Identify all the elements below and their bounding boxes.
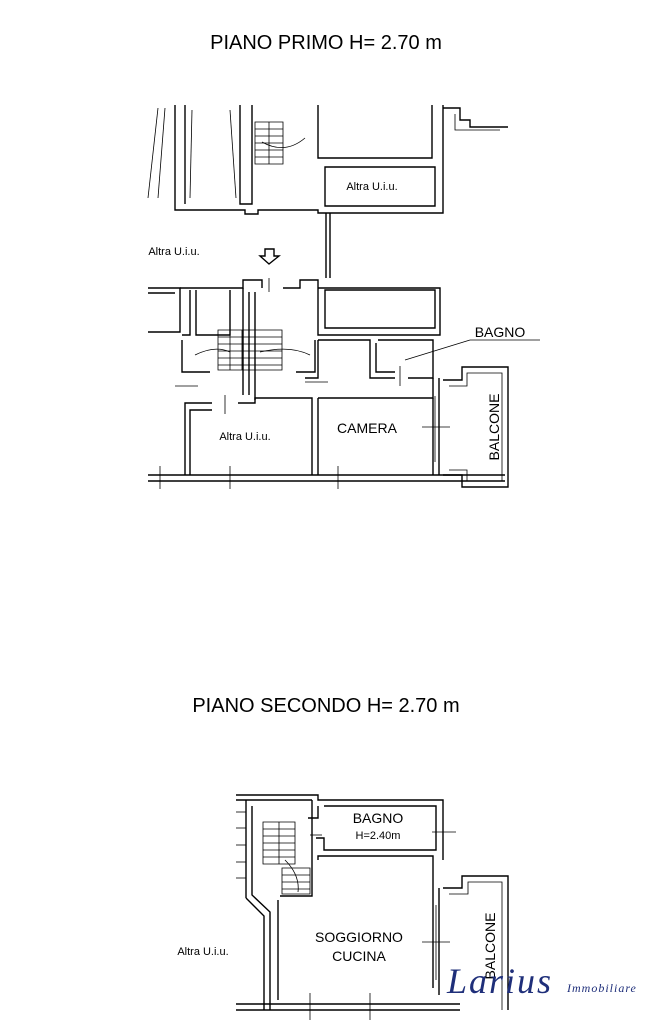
wall: [240, 105, 252, 204]
wall: [316, 806, 436, 850]
second-floor-plan: [236, 795, 508, 1020]
wall: [318, 340, 395, 378]
first-floor-plan: [148, 105, 540, 489]
logo-subtitle: Immobiliare: [566, 981, 637, 995]
wall: [230, 110, 236, 198]
wall: [305, 340, 318, 378]
room-outline: [325, 167, 435, 206]
wall: [280, 860, 312, 896]
wall: [246, 898, 264, 1010]
room-label-altra-uiu: Altra U.i.u.: [148, 246, 199, 258]
wall: [443, 108, 508, 127]
room-label-altra-uiu: Altra U.i.u.: [219, 431, 270, 443]
stair-arrow: [195, 349, 230, 355]
staircase: [282, 868, 310, 894]
room-label-balcone: BALCONE: [482, 913, 498, 980]
wall: [318, 856, 433, 988]
stair-arrow: [262, 138, 305, 148]
room-label-cucina: CUCINA: [332, 948, 386, 964]
room-label-soggiorno: SOGGIORNO: [315, 929, 403, 945]
wall: [185, 403, 212, 475]
wall: [443, 367, 508, 487]
floor-title-first: PIANO PRIMO H= 2.70 m: [210, 32, 442, 54]
staircase: [218, 330, 282, 370]
room-label-bagno: BAGNO: [353, 810, 404, 826]
wall: [318, 105, 432, 158]
wall: [455, 114, 500, 130]
wall: [378, 340, 433, 378]
wall: [180, 280, 262, 288]
wall: [190, 110, 192, 198]
stair-arrow: [285, 860, 298, 892]
wall: [182, 340, 210, 372]
room-label-camera: CAMERA: [337, 420, 398, 436]
wall: [175, 105, 443, 214]
room-label-bagno: BAGNO: [475, 324, 526, 340]
floor-title-second: PIANO SECONDO H= 2.70 m: [192, 695, 459, 717]
room-label-altra-uiu: Altra U.i.u.: [177, 946, 228, 958]
room-height-label: H=2.40m: [356, 830, 401, 842]
wall: [158, 108, 165, 198]
room-label-balcone: BALCONE: [486, 394, 502, 461]
room-outline: [325, 290, 435, 328]
wall: [148, 108, 158, 198]
logo-wordmark: Larius: [446, 961, 553, 1001]
wall: [252, 806, 270, 1010]
wall: [283, 280, 318, 288]
label-leader: [405, 340, 470, 360]
wall: [238, 398, 312, 475]
wall: [318, 288, 440, 335]
wall: [443, 876, 508, 1010]
wall: [296, 340, 315, 372]
wall: [449, 373, 502, 481]
stair-arrow: [260, 349, 310, 355]
room-label-altra-uiu: Altra U.i.u.: [346, 181, 397, 193]
wall: [376, 343, 395, 372]
wall: [148, 288, 180, 332]
wall: [449, 882, 502, 1010]
wall: [182, 290, 190, 335]
wall: [318, 378, 433, 398]
wall: [190, 410, 212, 475]
wall: [196, 290, 230, 335]
entrance-arrow-icon: [260, 249, 279, 264]
wall: [308, 806, 318, 818]
